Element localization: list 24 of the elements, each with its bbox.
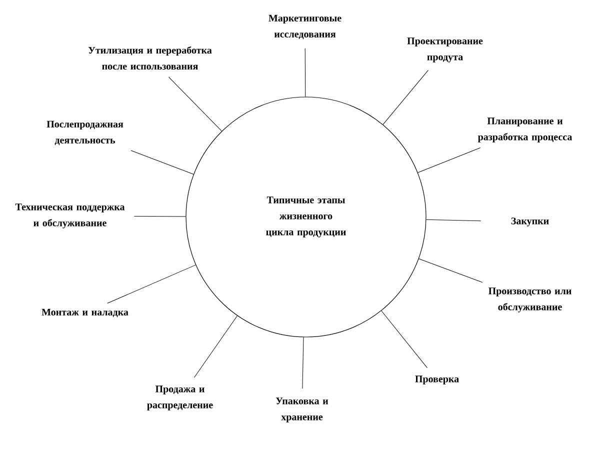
connector-line [130, 150, 194, 174]
stage-label: Производство или обслуживание [488, 288, 572, 312]
stage-label: Проверка [415, 376, 459, 384]
connector-line [382, 70, 428, 125]
stage-label: Маркетинговые исследования [268, 14, 342, 40]
connector-line [418, 148, 481, 173]
connector-line [418, 258, 483, 283]
stage-label: Техническая поддержка и обслуживание [15, 204, 125, 228]
connector-line [194, 315, 238, 378]
connector-line [168, 76, 222, 132]
connector-line [134, 216, 186, 217]
connector-line [107, 264, 196, 304]
connector-line [426, 219, 482, 222]
connector-line [302, 337, 304, 389]
stage-label: Закупки [511, 218, 549, 226]
stage-label: Послепродажная деятельность [46, 120, 124, 146]
connector-line [304, 48, 306, 97]
stage-label: Утилизация и переработка после использования [88, 46, 212, 70]
stage-label: Планирование и разработка процесса [478, 118, 572, 142]
stage-label: Продажа и распределение [147, 386, 213, 410]
connector-line [381, 310, 428, 368]
stage-label: Упаковка и хранение [276, 398, 328, 422]
stage-label: Монтаж и наладка [42, 308, 128, 318]
stage-label: Проектирование продута [407, 38, 483, 62]
